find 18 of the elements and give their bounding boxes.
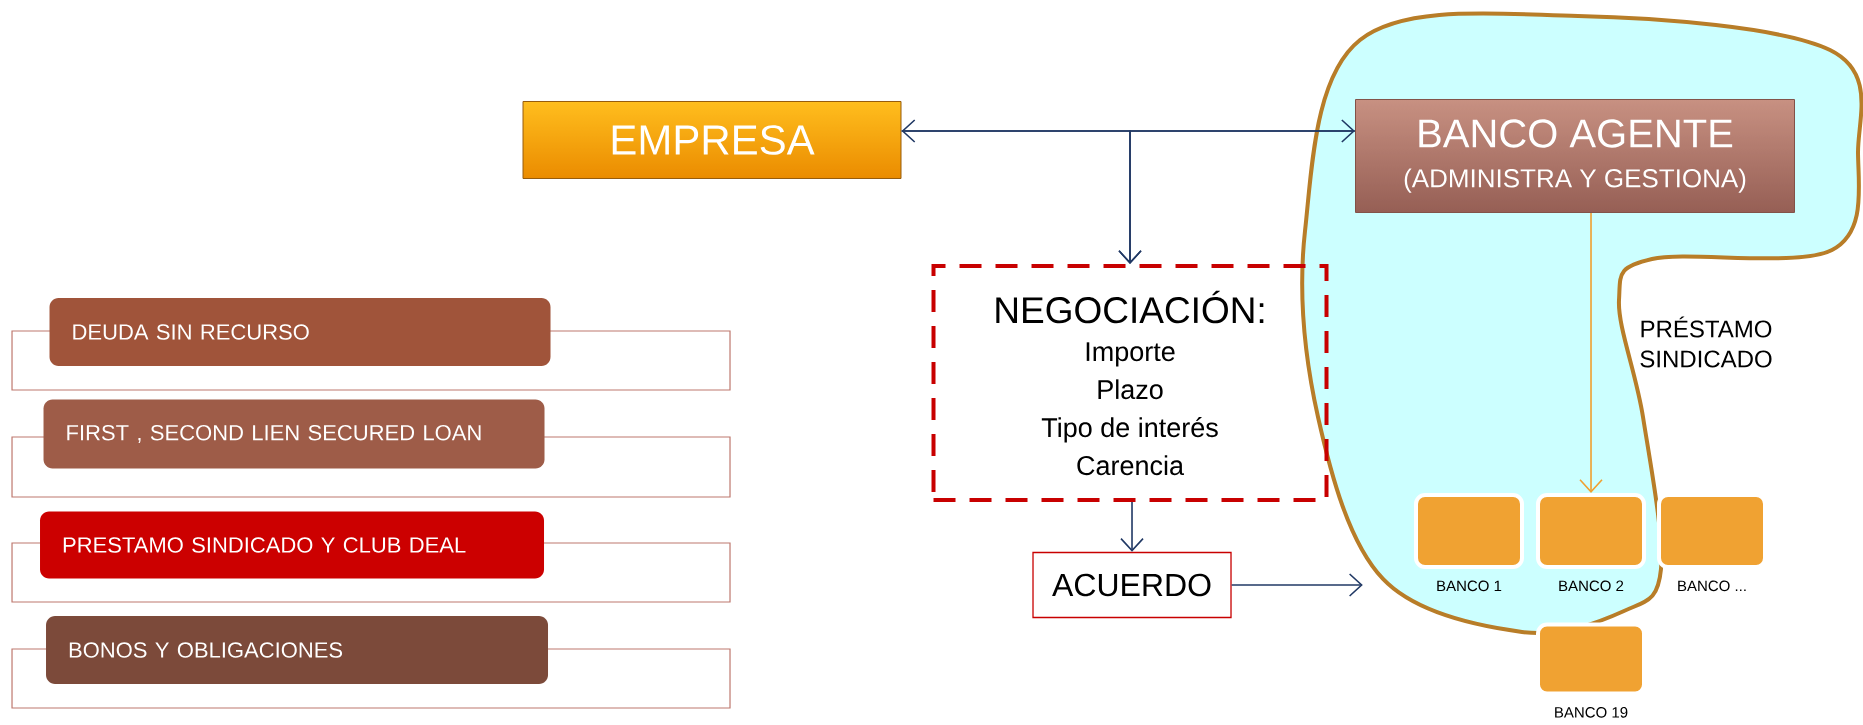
side-label: PRÉSTAMO SINDICADO bbox=[1640, 316, 1772, 368]
list-box: FIRST , SECOND LIEN SECURED LOAN bbox=[43, 399, 545, 469]
bank-label: BANCO ... bbox=[1678, 580, 1746, 592]
arrow bbox=[901, 119, 1355, 143]
agent-box: BANCO AGENTE (ADMINISTRA Y GESTIONA) bbox=[1355, 99, 1795, 213]
arrow bbox=[1120, 501, 1144, 552]
list-box: BONOS Y OBLIGACIONES bbox=[46, 616, 548, 684]
bank-label: BANCO 19 bbox=[1555, 707, 1628, 718]
arrow bbox=[1579, 212, 1603, 493]
list-box: DEUDA SIN RECURSO bbox=[49, 298, 551, 366]
bank-label: BANCO 1 bbox=[1437, 580, 1502, 592]
bank-label: BANCO 2 bbox=[1559, 580, 1624, 592]
header-box: EMPRESA bbox=[522, 101, 902, 179]
arrow bbox=[1118, 130, 1356, 264]
list-box: PRESTAMO SINDICADO Y CLUB DEAL bbox=[40, 511, 544, 579]
dashed-box: NEGOCIACIÓN: Importe Plazo Tipo de interés Carencia bbox=[931, 264, 1329, 502]
agreement-box: ACUERDO bbox=[1032, 551, 1232, 619]
arrow bbox=[1230, 573, 1363, 597]
